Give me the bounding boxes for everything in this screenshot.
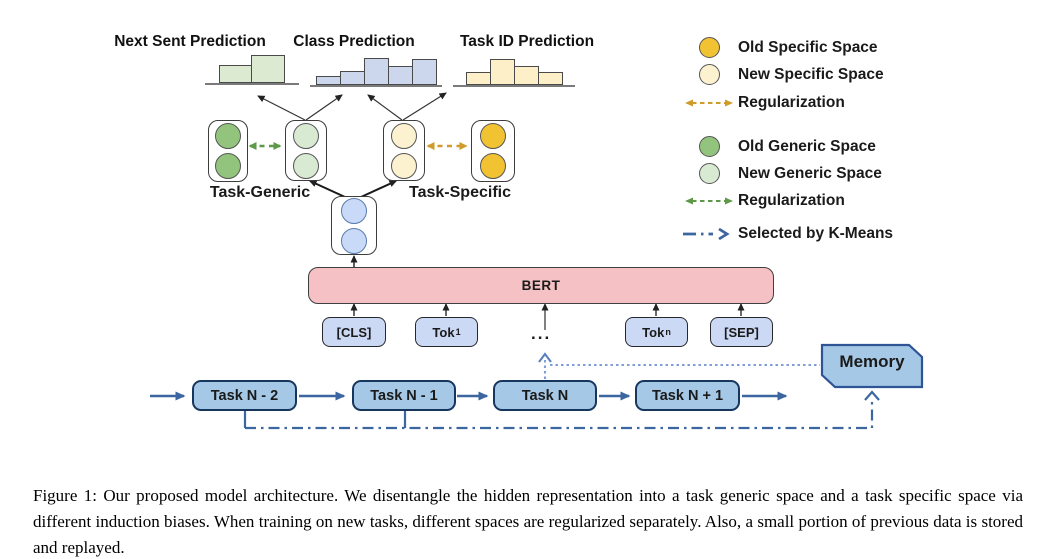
legend-row-old-generic: Old Generic Space [680,136,876,157]
histogram-bar [489,59,515,85]
token-ellipsis: ... [531,324,552,343]
legend-row-green-regularization: Regularization [680,192,845,210]
legend-label: Old Specific Space [738,38,878,56]
legend-label: Old Generic Space [738,137,876,155]
token-text: Tok [432,324,455,340]
old-specific-circle [480,153,506,179]
token-subscript: 1 [455,327,461,337]
task-box-n-minus-2: Task N - 2 [192,380,297,411]
token-text: [CLS] [336,324,372,340]
green-dashed-arrow-icon [680,195,738,207]
memory-label: Memory [839,352,905,371]
legend-row-new-specific: New Specific Space [680,64,884,85]
token-subscript: n [665,327,671,337]
histogram-bar [339,71,365,85]
token-sep: [SEP] [710,317,773,347]
capsule-old-specific [471,120,515,182]
token-cls: [CLS] [322,317,386,347]
task-generic-label: Task-Generic [209,184,311,201]
chart-title-task-id: Task ID Prediction [459,33,595,50]
task-box-n-minus-1: Task N - 1 [352,380,456,411]
histogram-bar [537,72,563,85]
capsule-new-generic [285,120,327,181]
kmeans-dashdot-arrow-icon [680,227,738,241]
histogram-bar [315,76,341,85]
old-specific-circle [480,123,506,149]
task-specific-label: Task-Specific [409,184,511,201]
legend-label: New Generic Space [738,164,882,182]
histogram-next-sent [205,53,299,85]
chevron-into-memory [864,390,880,401]
old-generic-circle-icon [680,136,738,157]
legend-row-orange-regularization: Regularization [680,94,845,112]
legend-label: Regularization [738,192,845,209]
histogram-bar [363,58,389,85]
orange-dashed-arrow-icon [680,97,738,109]
chart-title-next-sent: Next Sent Prediction [114,33,266,50]
token-text: Tok [642,324,665,340]
new-specific-circle [391,152,417,179]
arrow-specific-to-taskid [402,92,447,121]
legend-label: Regularization [738,94,845,111]
new-generic-circle [293,152,319,179]
legend-label: Selected by K-Means [738,225,894,242]
histogram-class [310,55,442,87]
legend-row-new-generic: New Generic Space [680,163,882,184]
histogram-bar [387,66,413,85]
token-text: [SEP] [724,324,759,340]
histogram-bar [411,59,437,85]
histogram-bar [465,72,491,85]
legend-label: New Specific Space [738,65,884,83]
capsule-new-specific [383,120,425,181]
capsule-shared-hidden [331,196,377,255]
task-box-n-plus-1: Task N + 1 [635,380,740,411]
new-generic-circle-icon [680,163,738,184]
histogram-bar [251,55,285,83]
chart-title-class: Class Prediction [293,33,415,50]
arrow-specific-to-class [367,94,403,121]
new-specific-circle-icon [680,64,738,85]
old-generic-circle [215,123,241,149]
shared-hidden-circle [341,227,367,254]
histogram-bar [513,66,539,85]
old-generic-circle [215,153,241,179]
new-specific-circle [391,122,417,149]
arrow-shared-to-specific [360,180,397,198]
arrow-generic-to-nsp [257,95,306,121]
new-generic-circle [293,122,319,149]
chevron-to-input [538,352,552,363]
arrow-shared-to-generic [309,180,346,198]
bert-box: BERT [308,267,774,304]
histogram-bar [219,65,252,83]
task-box-n: Task N [493,380,597,411]
histogram-task-id [453,55,575,87]
shared-hidden-circle [341,197,367,224]
legend-row-kmeans: Selected by K-Means [680,225,893,243]
legend-row-old-specific: Old Specific Space [680,37,878,58]
figure-caption: Figure 1: Our proposed model architectur… [33,486,1023,557]
dashdot-replay-line [245,402,874,430]
memory-box-shape [820,343,924,389]
old-specific-circle-icon [680,37,738,58]
arrow-generic-to-class [305,94,343,121]
capsule-old-generic [208,120,248,182]
